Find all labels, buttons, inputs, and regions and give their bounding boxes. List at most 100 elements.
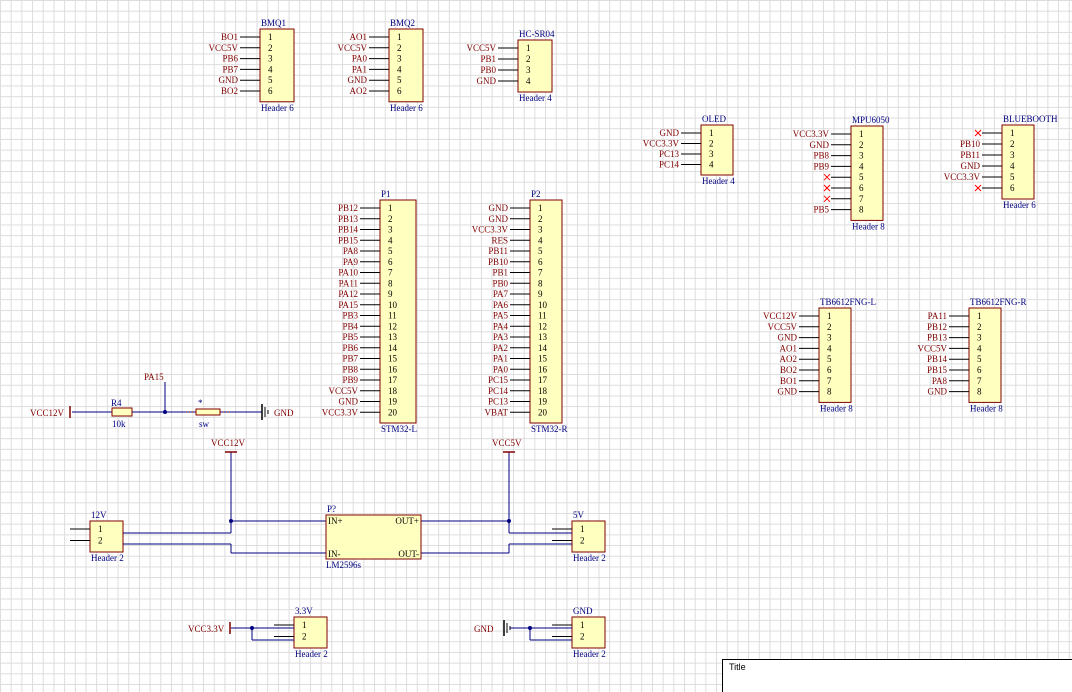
bmq1-pin-number: 3 xyxy=(268,54,273,64)
hgnd-pin-number: 1 xyxy=(580,620,585,630)
tbl-pin-number: 3 xyxy=(827,333,832,343)
p2-net-label: PC13 xyxy=(488,397,509,407)
h33v-pin-number: 2 xyxy=(302,632,307,642)
p2-net-label: VBAT xyxy=(484,407,508,417)
p2-net-label: PA7 xyxy=(493,289,509,299)
bmq1-comment: Header 6 xyxy=(261,103,294,113)
p1-pin-number: 6 xyxy=(388,257,393,267)
mpu6050-net-label: PB9 xyxy=(813,161,829,171)
mpu6050-pin-number: 4 xyxy=(859,161,864,171)
regulator-comment: LM2596s xyxy=(326,560,362,570)
h5v-designator: 5V xyxy=(573,510,585,520)
tbl-pin-number: 5 xyxy=(827,354,832,364)
bmq1-designator: BMQ1 xyxy=(261,18,286,28)
hcsr04-designator: HC-SR04 xyxy=(519,29,555,39)
mpu6050-pin-number: 7 xyxy=(859,194,864,204)
p1-pin-number: 3 xyxy=(388,225,393,235)
p2-pin-number: 13 xyxy=(538,332,548,342)
switch-sw[interactable]: * sw xyxy=(186,398,230,429)
regulator-pin-out-plus: OUT+ xyxy=(395,516,419,526)
p1-net-label: PA9 xyxy=(343,257,359,267)
bmq1-pin-number: 5 xyxy=(268,75,273,85)
p1-pin-number: 7 xyxy=(388,268,393,278)
net-label-gnd-switch: GND xyxy=(274,408,294,418)
net-label-vcc33v-bottom: VCC3.3V xyxy=(188,624,225,634)
bmq2-pin-number: 5 xyxy=(397,75,402,85)
tbr-net-label: PB14 xyxy=(927,354,948,364)
tbl-pin-number: 1 xyxy=(827,311,832,321)
p1-comment: STM32-L xyxy=(381,424,417,434)
p1-net-label: VCC5V xyxy=(328,386,358,396)
p2-net-label: PB0 xyxy=(492,278,508,288)
p2-pin-number: 18 xyxy=(538,386,548,396)
p2-net-label: PA0 xyxy=(493,364,509,374)
net-label-pa15: PA15 xyxy=(144,372,164,382)
p2-pin-number: 6 xyxy=(538,257,543,267)
bluetooth-comment: Header 6 xyxy=(1003,200,1036,210)
p2-pin-number: 19 xyxy=(538,397,548,407)
tbl-pin-number: 7 xyxy=(827,376,832,386)
p2-pin-number: 14 xyxy=(538,343,548,353)
mpu6050-pin-number: 2 xyxy=(859,140,864,150)
mpu6050-net-label: PB5 xyxy=(813,205,829,215)
bmq2-net-label: GND xyxy=(348,75,368,85)
p2-pin-number: 10 xyxy=(538,300,548,310)
bmq1-net-label: PB6 xyxy=(222,54,238,64)
component-p2[interactable]: P2STM32-R1GND2GND3VCC3.3V4RES5PB116PB107… xyxy=(472,189,568,434)
tbl-net-label: VCC12V xyxy=(763,311,798,321)
tbr-net-label: VCC5V xyxy=(917,343,947,353)
oled-net-label: PC13 xyxy=(659,149,680,159)
tbl-pin-number: 2 xyxy=(827,322,832,332)
bmq1-net-label: BO1 xyxy=(221,32,238,42)
bmq1-net-label: VCC5V xyxy=(208,43,238,53)
oled-pin-number: 1 xyxy=(709,128,714,138)
p1-net-label: PA10 xyxy=(338,268,358,278)
p1-net-label: VCC3.3V xyxy=(322,407,359,417)
tbr-net-label: PA8 xyxy=(932,376,948,386)
regulator-pin-in-minus: IN- xyxy=(328,549,341,559)
p2-pin-number: 9 xyxy=(538,289,543,299)
tbl-net-label: VCC5V xyxy=(767,322,797,332)
component-p1[interactable]: P1STM32-L1PB122PB133PB144PB155PA86PA97PA… xyxy=(322,189,417,434)
no-connect-marker xyxy=(823,173,831,181)
bluetooth-net-label: PB10 xyxy=(960,139,981,149)
p2-pin-number: 5 xyxy=(538,246,543,256)
p1-pin-number: 18 xyxy=(388,386,398,396)
p2-net-label: RES xyxy=(491,235,508,245)
tbr-pin-number: 3 xyxy=(977,333,982,343)
p1-net-label: PA12 xyxy=(338,289,358,299)
bmq2-pin-number: 4 xyxy=(397,64,402,74)
resistor-r4[interactable]: R4 10k xyxy=(111,398,133,429)
p1-net-label: PB6 xyxy=(342,343,358,353)
regulator-lm2596[interactable]: P? LM2596s IN+ IN- OUT+ OUT- xyxy=(325,504,422,570)
oled-pin-number: 2 xyxy=(709,139,714,149)
title-block: Title xyxy=(722,659,1072,692)
bmq2-pin-number: 3 xyxy=(397,54,402,64)
net-label-gnd-bottom: GND xyxy=(474,624,494,634)
tbr-pin-number: 5 xyxy=(977,354,982,364)
h12v-pin-number: 2 xyxy=(98,536,103,546)
p1-pin-number: 19 xyxy=(388,397,398,407)
p2-net-label: PB11 xyxy=(488,246,508,256)
p1-designator: P1 xyxy=(381,189,391,199)
tbl-net-label: GND xyxy=(778,333,798,343)
oled-net-label: GND xyxy=(660,128,680,138)
p1-pin-number: 10 xyxy=(388,300,398,310)
p1-pin-number: 20 xyxy=(388,407,398,417)
p1-net-label: PB9 xyxy=(342,375,358,385)
mpu6050-designator: MPU6050 xyxy=(852,115,890,125)
bluetooth-pin-number: 3 xyxy=(1010,150,1015,160)
